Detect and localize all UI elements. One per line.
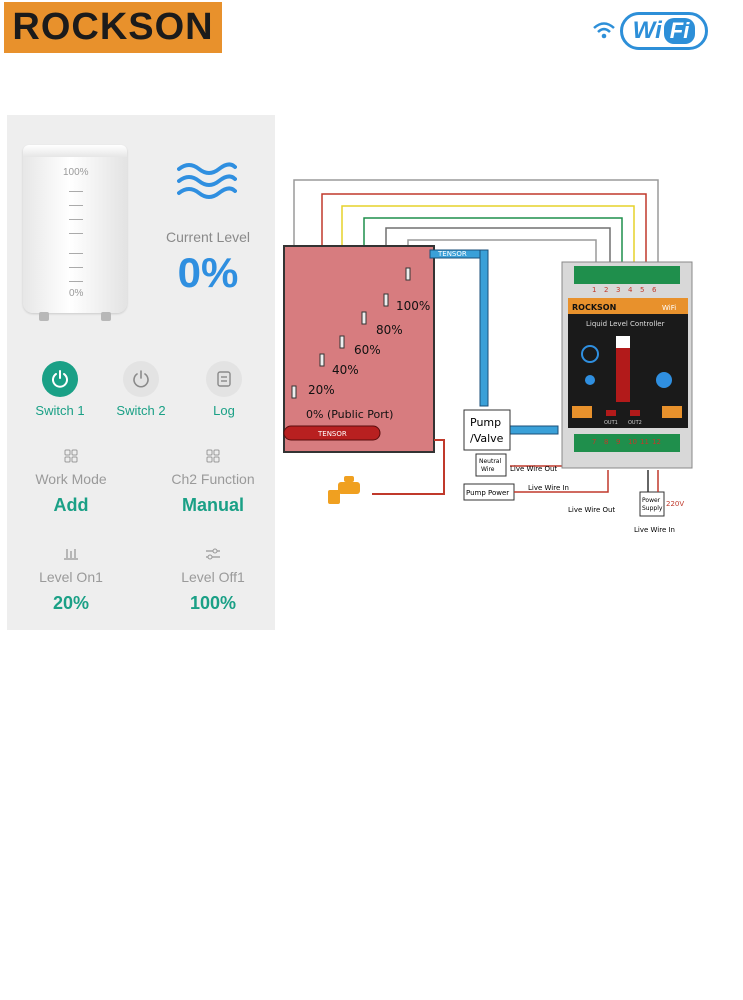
probe-label-40: 40% — [332, 363, 359, 377]
sliders-icon — [153, 547, 273, 565]
wifi-badge: Wi Fi — [592, 12, 710, 52]
level-controller-device: ROCKSON WiFi Liquid Level Controller OUT… — [561, 261, 693, 469]
level-on1-setting[interactable]: Level On1 20% — [11, 547, 131, 614]
level-off1-value: 100% — [189, 593, 237, 613]
live-out-label-2: Live Wire Out — [568, 506, 615, 514]
switch-2-label: Switch 2 — [116, 403, 166, 418]
voltage-label: 220V — [666, 500, 684, 508]
terminal-10: 10 — [628, 438, 637, 446]
rockson-logo: ROCKSON — [4, 2, 222, 53]
log-button[interactable]: Log — [189, 361, 259, 418]
wifi-logo: Wi Fi — [620, 12, 708, 50]
wifi-icon — [593, 22, 615, 39]
pump-label-2: /Valve — [470, 432, 504, 445]
grid-icon — [11, 449, 131, 467]
level-on1-label: Level On1 — [39, 569, 103, 585]
probe-label-100: 100% — [396, 299, 430, 313]
log-label: Log — [213, 403, 235, 418]
wifi-text-fi: Fi — [663, 18, 696, 44]
neutral-wire-box — [475, 453, 507, 477]
heater-element — [283, 425, 381, 441]
pipe-sensor-label: TENSOR — [437, 250, 467, 258]
neutral-label-1: Neutral — [479, 458, 501, 465]
probe-label-80: 80% — [376, 323, 403, 337]
controller-wifi: WiFi — [662, 304, 676, 312]
grid-icon — [153, 449, 273, 467]
ch2-function-setting[interactable]: Ch2 Function Manual — [153, 449, 273, 516]
terminal-8: 8 — [604, 438, 608, 446]
terminal-5: 5 — [640, 286, 644, 294]
power-supply-box — [639, 491, 665, 517]
power-supply-label-2: Supply — [642, 505, 663, 512]
probes — [291, 267, 411, 399]
work-mode-label: Work Mode — [35, 471, 107, 487]
ch2-function-label: Ch2 Function — [171, 471, 255, 487]
faucet-icon — [328, 476, 360, 504]
heater-sensor-label: TENSOR — [317, 430, 347, 438]
water-waves-icon — [177, 162, 237, 199]
terminal-1: 1 — [592, 286, 596, 294]
tank-bottom-label: 0% — [69, 288, 84, 299]
inlet-pipe — [429, 249, 559, 435]
pump-valve-box — [463, 409, 511, 451]
terminal-6: 6 — [652, 286, 657, 294]
switch-1-button[interactable]: Switch 1 — [25, 361, 95, 418]
switch-2-button[interactable]: Switch 2 — [106, 361, 176, 418]
live-in-label-1: Live Wire In — [528, 484, 569, 492]
controller-brand: ROCKSON — [572, 303, 616, 312]
live-in-label-2: Live Wire In — [634, 526, 675, 534]
terminal-7: 7 — [592, 438, 596, 446]
switch-1-label: Switch 1 — [35, 403, 85, 418]
app-panel: 100% 0% Current Level 0% Switch 1 Switch… — [7, 115, 275, 630]
tank-illustration: 100% 0% — [23, 145, 127, 313]
power-icon — [123, 361, 159, 397]
wiring-diagram: TENSOR TENSOR 100% 80% 60% 40% 20% 0% (P… — [283, 179, 693, 534]
work-mode-value: Add — [53, 495, 89, 515]
level-off1-label: Level Off1 — [181, 569, 245, 585]
neutral-label-2: Wire — [481, 466, 495, 473]
ch2-function-value: Manual — [181, 495, 244, 515]
live-out-label-1: Live Wire Out — [510, 465, 557, 473]
out1-label: OUT1 — [604, 420, 618, 426]
pump-label-1: Pump — [470, 416, 501, 429]
work-mode-setting[interactable]: Work Mode Add — [11, 449, 131, 516]
controller-title: Liquid Level Controller — [586, 320, 665, 328]
probe-label-20: 20% — [308, 383, 335, 397]
current-level-value: 0% — [177, 249, 239, 296]
level-on1-value: 20% — [52, 593, 90, 613]
wifi-text-wi: Wi — [632, 17, 662, 44]
probe-label-0: 0% (Public Port) — [306, 408, 393, 421]
pump-power-label: Pump Power — [466, 489, 509, 497]
level-icon — [11, 547, 131, 565]
power-supply-label-1: Power — [642, 497, 661, 504]
probe-label-60: 60% — [354, 343, 381, 357]
terminal-11: 11 — [640, 438, 649, 446]
log-icon — [206, 361, 242, 397]
terminal-2: 2 — [604, 286, 608, 294]
outlet-pipe — [372, 439, 445, 495]
tank-top-label: 100% — [63, 167, 89, 178]
power-icon — [42, 361, 78, 397]
current-level-label: Current Level — [165, 229, 251, 245]
terminal-9: 9 — [616, 438, 620, 446]
terminal-3: 3 — [616, 286, 620, 294]
level-off1-setting[interactable]: Level Off1 100% — [153, 547, 273, 614]
out2-label: OUT2 — [628, 420, 642, 426]
terminal-12: 12 — [652, 438, 661, 446]
terminal-4: 4 — [628, 286, 633, 294]
